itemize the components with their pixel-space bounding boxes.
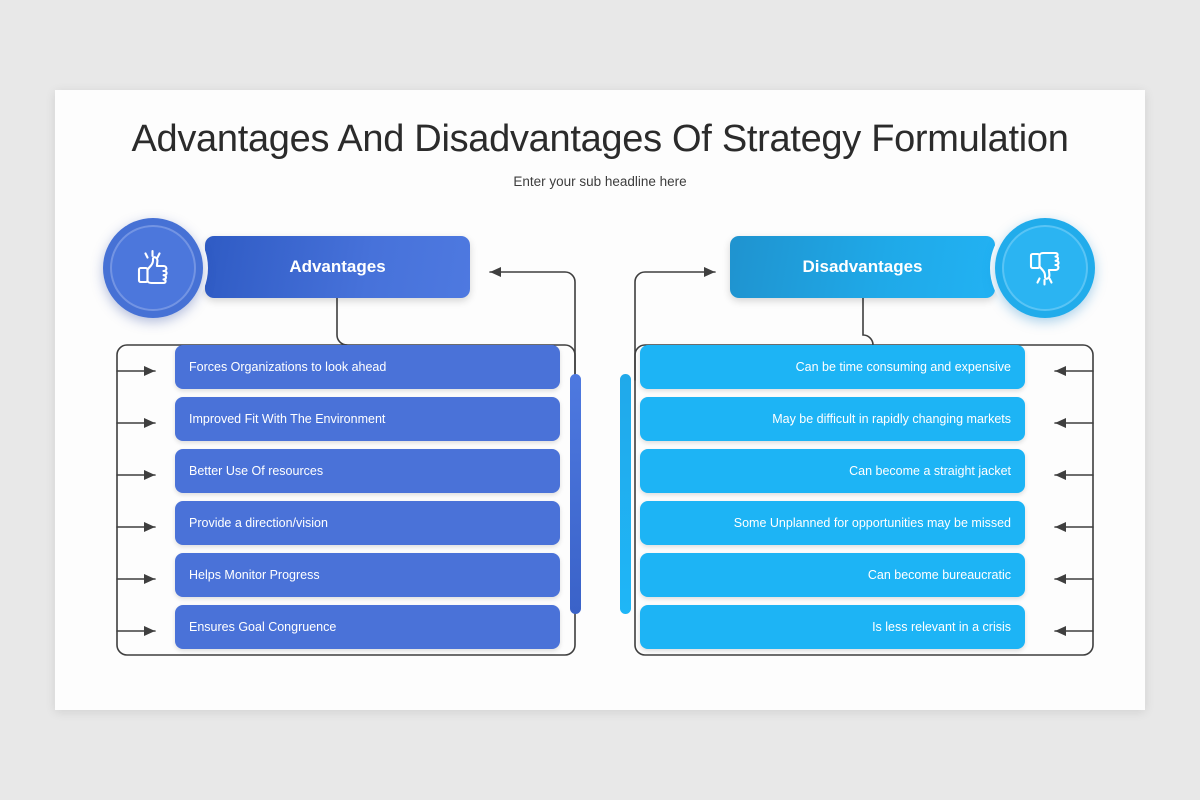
list-item[interactable]: May be difficult in rapidly changing mar…: [640, 397, 1025, 441]
page-subtitle: Enter your sub headline here: [513, 174, 687, 189]
list-item[interactable]: Can be time consuming and expensive: [640, 345, 1025, 389]
slide-canvas: Advantages And Disadvantages Of Strategy…: [55, 90, 1145, 710]
advantage-item-label: Helps Monitor Progress: [189, 568, 320, 582]
list-item[interactable]: Some Unplanned for opportunities may be …: [640, 501, 1025, 545]
disadvantage-item-label: Can be time consuming and expensive: [795, 360, 1011, 374]
disadvantage-item-label: Is less relevant in a crisis: [872, 620, 1011, 634]
advantage-item-label: Better Use Of resources: [189, 464, 324, 478]
advantages-header[interactable]: Advantages: [205, 236, 470, 298]
icon-inner-ring: [1002, 225, 1088, 311]
advantage-item-label: Ensures Goal Congruence: [189, 620, 337, 634]
list-item[interactable]: Ensures Goal Congruence: [175, 605, 560, 649]
disadvantage-item-label: Some Unplanned for opportunities may be …: [733, 516, 1011, 530]
advantage-item-label: Forces Organizations to look ahead: [189, 360, 387, 374]
list-item[interactable]: Improved Fit With The Environment: [175, 397, 560, 441]
disadvantage-item-label: Can become a straight jacket: [849, 464, 1011, 478]
left-accent-bar: [570, 374, 581, 614]
page-title: Advantages And Disadvantages Of Strategy…: [131, 118, 1069, 160]
thumbs-up-icon: [103, 218, 203, 318]
list-item[interactable]: Can become bureaucratic: [640, 553, 1025, 597]
icon-inner-ring: [110, 225, 196, 311]
disadvantage-item-label: Can become bureaucratic: [867, 568, 1011, 582]
list-item[interactable]: Provide a direction/vision: [175, 501, 560, 545]
list-item[interactable]: Helps Monitor Progress: [175, 553, 560, 597]
advantage-item-label: Provide a direction/vision: [189, 516, 328, 530]
list-item[interactable]: Forces Organizations to look ahead: [175, 345, 560, 389]
disadvantages-header-label: Disadvantages: [802, 257, 923, 276]
right-accent-bar: [620, 374, 631, 614]
list-item[interactable]: Better Use Of resources: [175, 449, 560, 493]
list-item[interactable]: Can become a straight jacket: [640, 449, 1025, 493]
list-item[interactable]: Is less relevant in a crisis: [640, 605, 1025, 649]
thumbs-down-icon: [995, 218, 1095, 318]
advantages-header-label: Advantages: [289, 257, 386, 276]
advantage-item-label: Improved Fit With The Environment: [189, 412, 386, 426]
disadvantage-item-label: May be difficult in rapidly changing mar…: [772, 412, 1011, 426]
disadvantages-header[interactable]: Disadvantages: [730, 236, 995, 298]
